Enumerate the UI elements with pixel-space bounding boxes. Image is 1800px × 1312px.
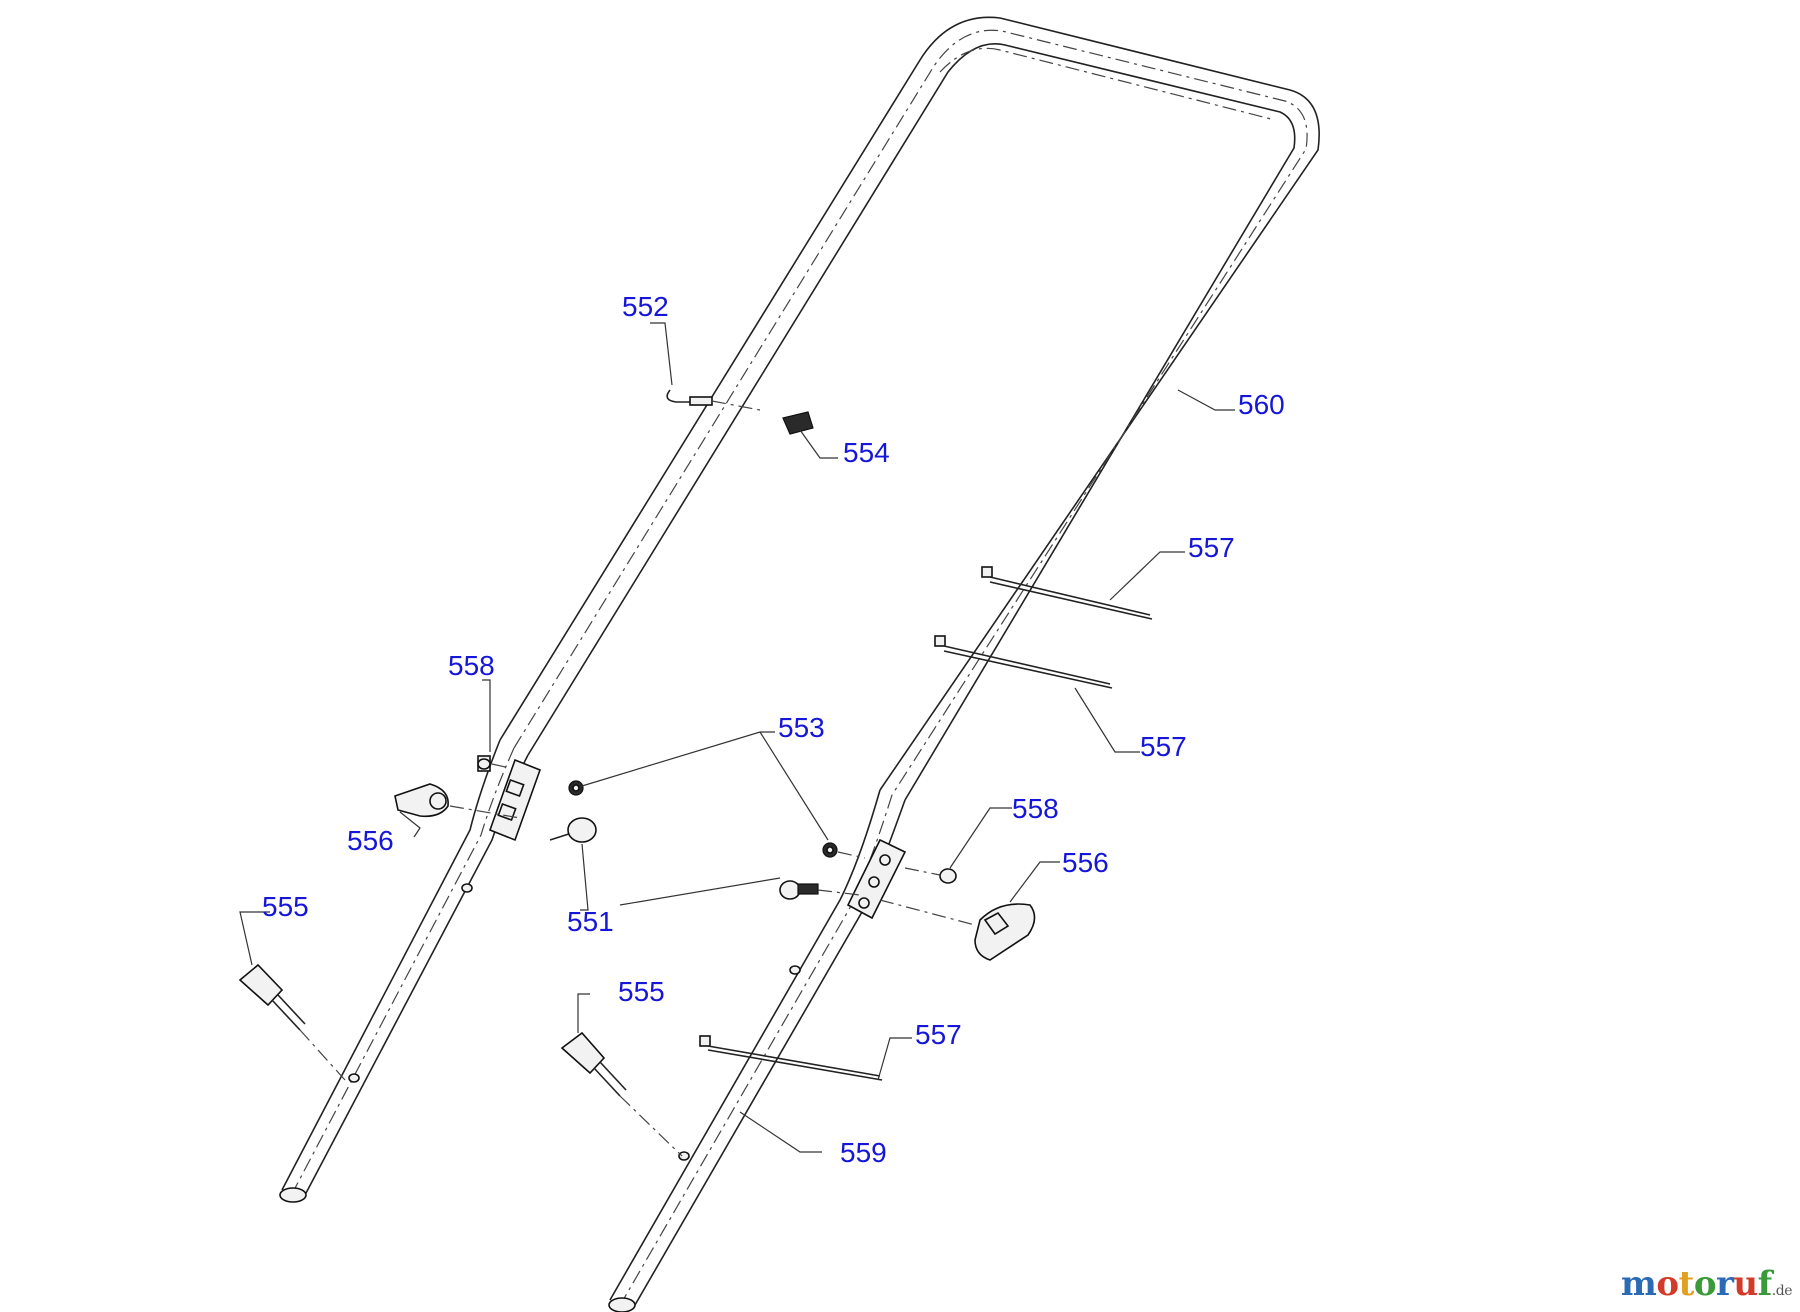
callout-552: 552: [622, 291, 669, 322]
upper-handle-tube: [499, 16, 1320, 801]
watermark-letter: m: [1620, 1264, 1657, 1304]
cable-tie-upper: [981, 566, 1153, 620]
callout-558-right: 558: [1012, 793, 1059, 824]
washer-558-right: [904, 867, 957, 884]
cable-clip-part: [782, 411, 814, 435]
cable-tie-middle: [934, 635, 1113, 689]
callout-557-lower: 557: [915, 1019, 962, 1050]
knob-555-left: [238, 963, 346, 1081]
callout-560: 560: [1238, 389, 1285, 420]
watermark-letter: r: [1716, 1264, 1734, 1304]
watermark-letter: u: [1733, 1264, 1758, 1304]
watermark-letter: o: [1656, 1264, 1679, 1304]
knob-556-right: [879, 899, 1036, 961]
left-joint-plate: [488, 758, 542, 842]
right-joint-plate: [846, 838, 907, 920]
callout-554: 554: [843, 437, 890, 468]
callout-559: 559: [840, 1137, 887, 1168]
cable-tie-lower: [699, 1035, 883, 1081]
nut-553-left: [568, 780, 584, 796]
bolt-551-right: [779, 880, 861, 900]
callout-555-right: 555: [618, 976, 665, 1007]
watermark-tld: .de: [1771, 1283, 1793, 1299]
callout-556-right: 556: [1062, 847, 1109, 878]
washer-558-left: [477, 755, 511, 772]
knob-555-right: [560, 1031, 683, 1157]
callout-551: 551: [567, 906, 614, 937]
callout-557-middle: 557: [1140, 731, 1187, 762]
watermark-letter: f: [1757, 1264, 1773, 1304]
knob-556-left: [394, 783, 521, 819]
leader-lines: [239, 322, 1235, 1153]
callout-557-upper: 557: [1188, 532, 1235, 563]
callout-553: 553: [778, 712, 825, 743]
watermark-letter: t: [1678, 1264, 1695, 1304]
cable-guide-part: [666, 389, 761, 411]
callout-555-left: 555: [262, 891, 309, 922]
callout-labels: 552 554 560 557 558 553 557 556 558 556 …: [262, 291, 1285, 1168]
nut-553-right: [822, 842, 866, 859]
watermark-logo: motoruf.de: [1620, 1264, 1793, 1304]
bolt-551-left: [549, 817, 597, 843]
callout-558-left: 558: [448, 650, 495, 681]
lower-handle-tube-right: [608, 789, 906, 1312]
callout-556-left: 556: [347, 825, 394, 856]
watermark-letter: o: [1693, 1264, 1717, 1304]
